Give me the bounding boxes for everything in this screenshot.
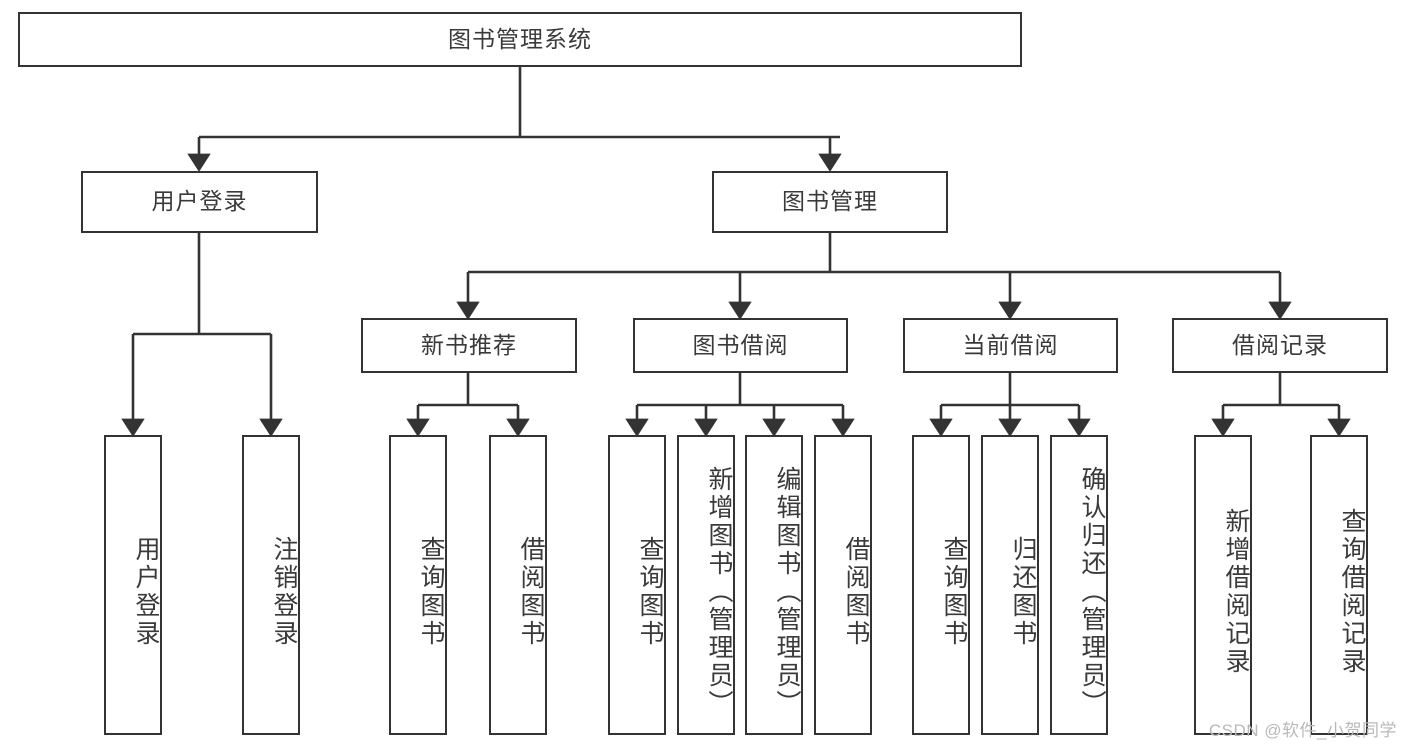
node-label: 编辑图书（管理员）	[773, 466, 801, 718]
node-label: 用户登录	[132, 536, 160, 648]
node-label: 注销登录	[270, 536, 298, 648]
leaf-current-confirm-return[interactable]: 确认归还（管理员）	[1050, 435, 1108, 735]
node-book-borrow[interactable]: 图书借阅	[633, 318, 848, 373]
leaf-user-login-logout[interactable]: 注销登录	[242, 435, 300, 735]
node-current-borrow[interactable]: 当前借阅	[903, 318, 1118, 373]
csdn-watermark: CSDN @软件_小贺同学	[1208, 721, 1397, 740]
node-new-book-recommend[interactable]: 新书推荐	[361, 318, 577, 373]
leaf-record-query-record[interactable]: 查询借阅记录	[1310, 435, 1368, 735]
node-borrow-record[interactable]: 借阅记录	[1172, 318, 1388, 373]
leaf-current-query-book[interactable]: 查询图书	[912, 435, 970, 735]
node-user-login[interactable]: 用户登录	[81, 171, 318, 233]
node-label: 借阅图书	[842, 536, 870, 648]
node-label: 查询图书	[940, 536, 968, 648]
leaf-borrow-query-book[interactable]: 查询图书	[608, 435, 666, 735]
leaf-user-login-login[interactable]: 用户登录	[104, 435, 162, 735]
node-label: 新增图书（管理员）	[705, 466, 733, 718]
leaf-recommend-query-book[interactable]: 查询图书	[389, 435, 447, 735]
node-label: 图书借阅	[692, 331, 789, 358]
leaf-borrow-add-book[interactable]: 新增图书（管理员）	[677, 435, 735, 735]
node-root-system[interactable]: 图书管理系统	[18, 12, 1022, 67]
node-label: 确认归还（管理员）	[1078, 466, 1106, 718]
node-book-management[interactable]: 图书管理	[712, 171, 948, 233]
node-label: 新增借阅记录	[1222, 508, 1250, 676]
node-label: 新书推荐	[421, 331, 517, 358]
node-label: 用户登录	[151, 188, 248, 215]
node-label: 图书管理	[782, 188, 878, 215]
leaf-recommend-borrow-book[interactable]: 借阅图书	[489, 435, 547, 735]
node-label: 当前借阅	[962, 331, 1059, 358]
node-label: 借阅记录	[1232, 331, 1328, 358]
leaf-current-return-book[interactable]: 归还图书	[981, 435, 1039, 735]
node-label: 归还图书	[1009, 536, 1037, 648]
node-label: 图书管理系统	[448, 25, 592, 52]
leaf-borrow-borrow-book[interactable]: 借阅图书	[814, 435, 872, 735]
leaf-record-add-record[interactable]: 新增借阅记录	[1194, 435, 1252, 735]
node-label: 查询图书	[636, 536, 664, 648]
node-label: 查询借阅记录	[1338, 508, 1366, 676]
node-label: 借阅图书	[517, 536, 545, 648]
node-label: 查询图书	[417, 536, 445, 648]
leaf-borrow-edit-book[interactable]: 编辑图书（管理员）	[745, 435, 803, 735]
